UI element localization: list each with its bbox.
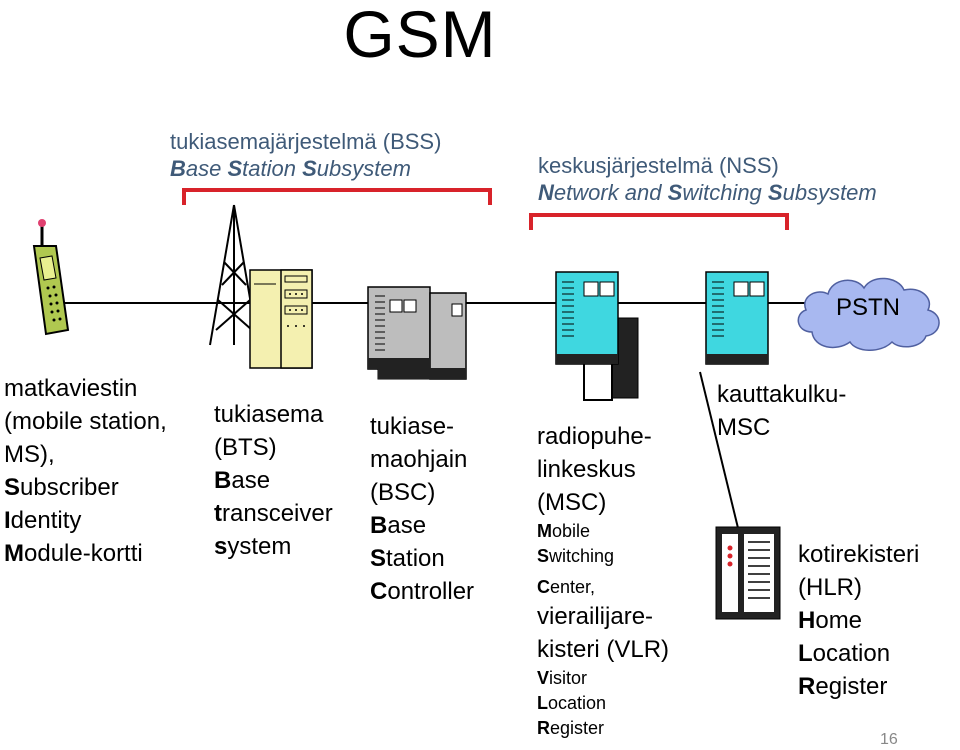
nss-header-line1: keskusjärjestelmä (NSS): [538, 153, 779, 178]
bss-header-line1: tukiasemajärjestelmä (BSS): [170, 129, 442, 154]
mobile-phone-icon: [32, 219, 70, 336]
bss-header-line2: Base Station Subsystem: [170, 156, 411, 181]
pstn-cloud-icon: [797, 277, 940, 351]
nss-header-line2: Network and Switching Subsystem: [538, 180, 877, 205]
hlr-link-line: [699, 371, 739, 529]
gmsc-switch-icon: [705, 271, 769, 365]
page-title: GSM: [343, 0, 497, 71]
bsc-label: tukiase- maohjain (BSC) Base Station Con…: [370, 413, 475, 605]
bts-label: tukiasema (BTS) Base transceiver system: [214, 401, 333, 560]
hlr-label: kotirekisteri (HLR) Home Location Regist…: [798, 541, 920, 700]
bss-bracket: [182, 188, 492, 205]
nss-header: keskusjärjestelmä (NSS) Network and Swit…: [538, 152, 877, 206]
page-number: 16: [880, 731, 898, 748]
gmsc-label: kauttakulku- MSC: [717, 381, 847, 441]
ms-label: matkaviestin (mobile station, MS), Subsc…: [4, 375, 167, 567]
bsc-cabinet-icon: [367, 286, 467, 380]
msc-label: radiopuhe- linkeskus (MSC) Mobile Switch…: [537, 423, 670, 738]
bss-header: tukiasemajärjestelmä (BSS) Base Station …: [170, 128, 441, 182]
nss-bracket: [529, 213, 789, 230]
pstn-label: PSTN: [836, 294, 901, 321]
bts-cabinet-icon: [249, 269, 313, 369]
hlr-server-icon: [715, 526, 781, 620]
msc-switch-icon: [555, 271, 639, 401]
